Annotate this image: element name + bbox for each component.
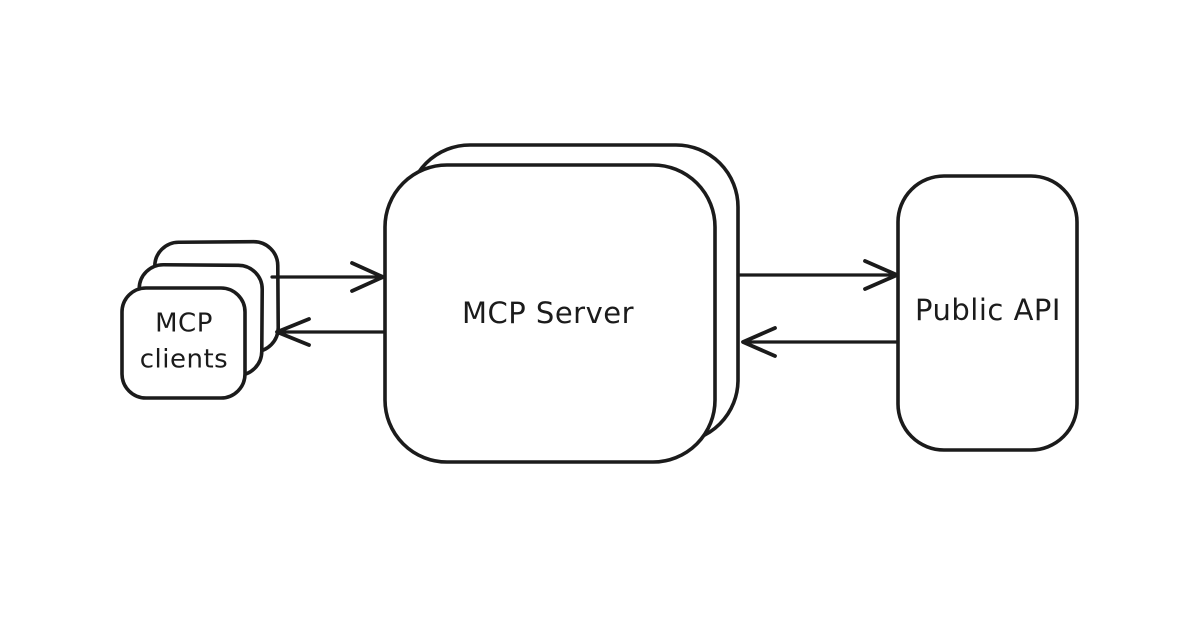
client-card-front [120, 286, 247, 400]
node-public-api: Public API [896, 174, 1079, 452]
arrow-server-to-clients [275, 317, 387, 347]
mcp-clients-label-line1: MCP [155, 309, 213, 339]
mcp-clients-label-line2: clients [140, 345, 228, 375]
arrow-head-right [350, 261, 385, 293]
arrow-server-to-api [736, 259, 899, 291]
server-box-front [383, 163, 717, 464]
arrow-head-left [741, 326, 777, 358]
node-mcp-server: MCP Server [383, 143, 740, 464]
arrow-clients-to-server [270, 261, 385, 293]
node-mcp-clients: MCP clients [120, 239, 281, 400]
arrow-api-to-server [741, 326, 900, 358]
arrow-head-left [275, 317, 311, 347]
public-api-label: Public API [915, 293, 1061, 327]
public-api-box [896, 174, 1079, 452]
mcp-server-label: MCP Server [462, 296, 634, 330]
